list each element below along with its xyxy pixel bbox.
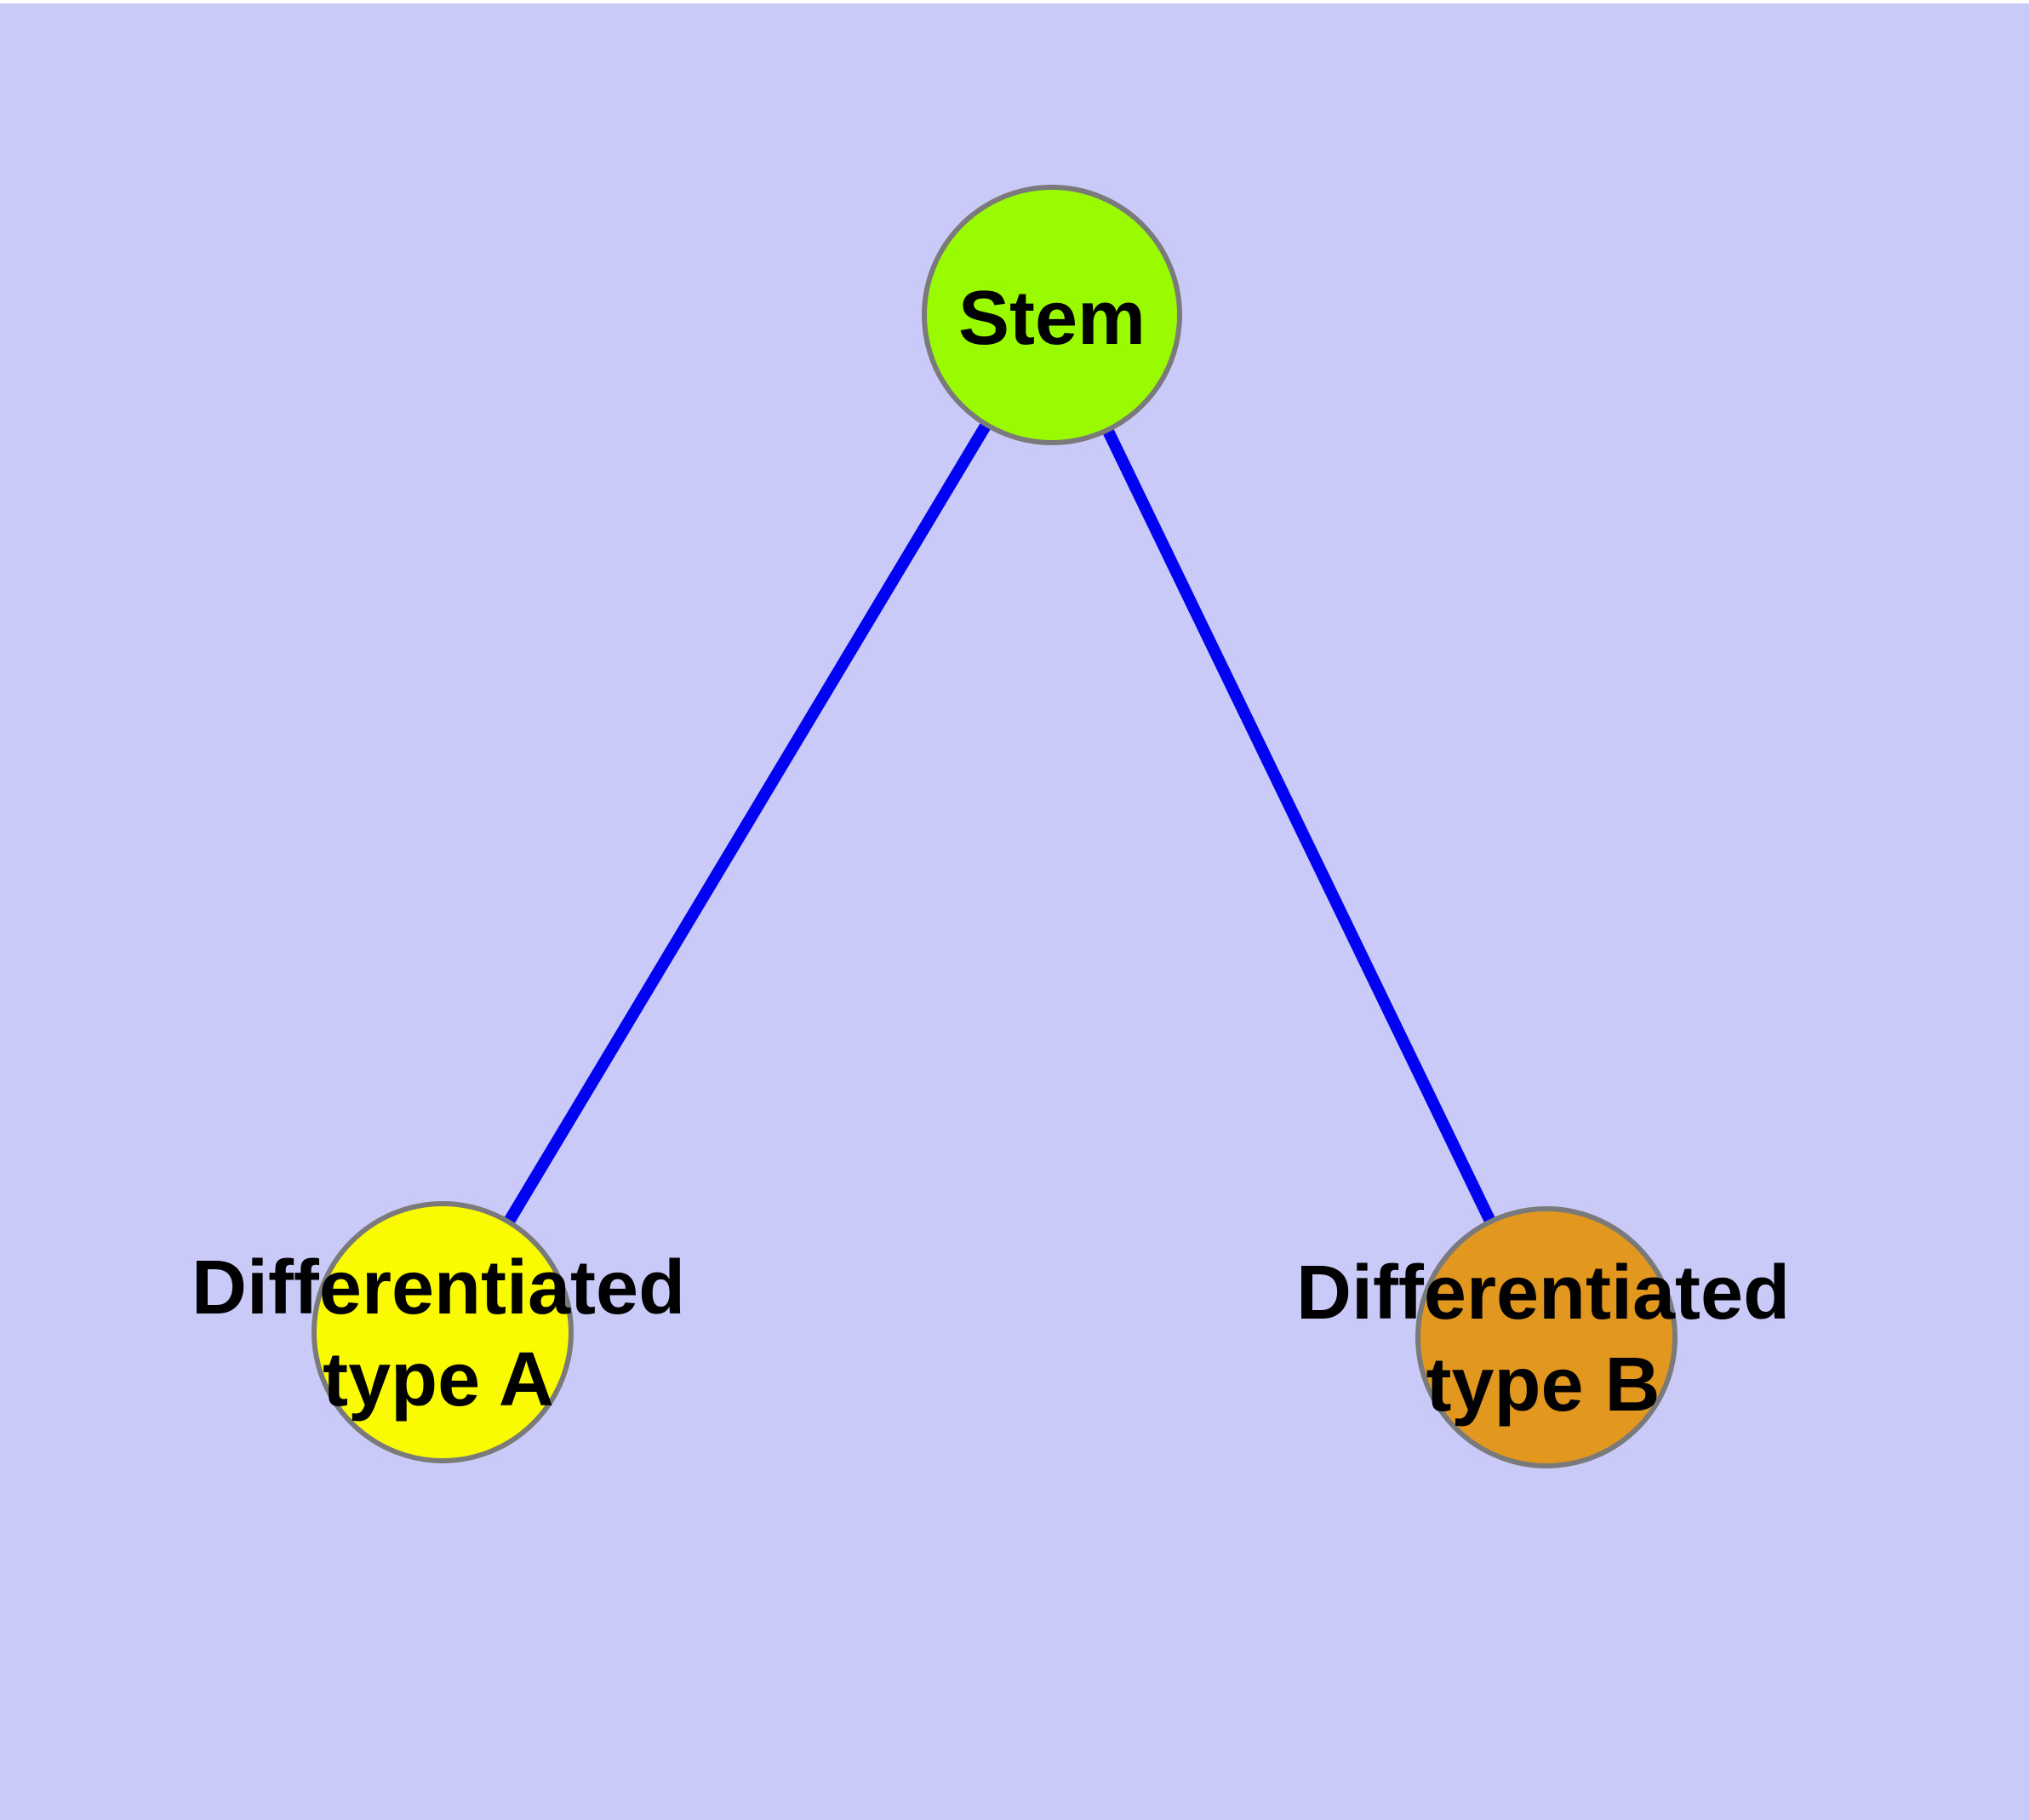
page-top-edge <box>0 0 2029 3</box>
node-stem <box>922 185 1182 445</box>
edge-stem-to-type-a <box>437 312 1058 1336</box>
node-label-type-a: Differentiated type A <box>191 1245 686 1422</box>
node-label-stem: Stem <box>957 276 1146 361</box>
node-label-type-b: Differentiated type B <box>1295 1251 1791 1428</box>
node-type-a <box>311 1201 574 1463</box>
node-type-b <box>1415 1206 1677 1468</box>
edge-stem-to-type-b <box>1046 312 1552 1341</box>
